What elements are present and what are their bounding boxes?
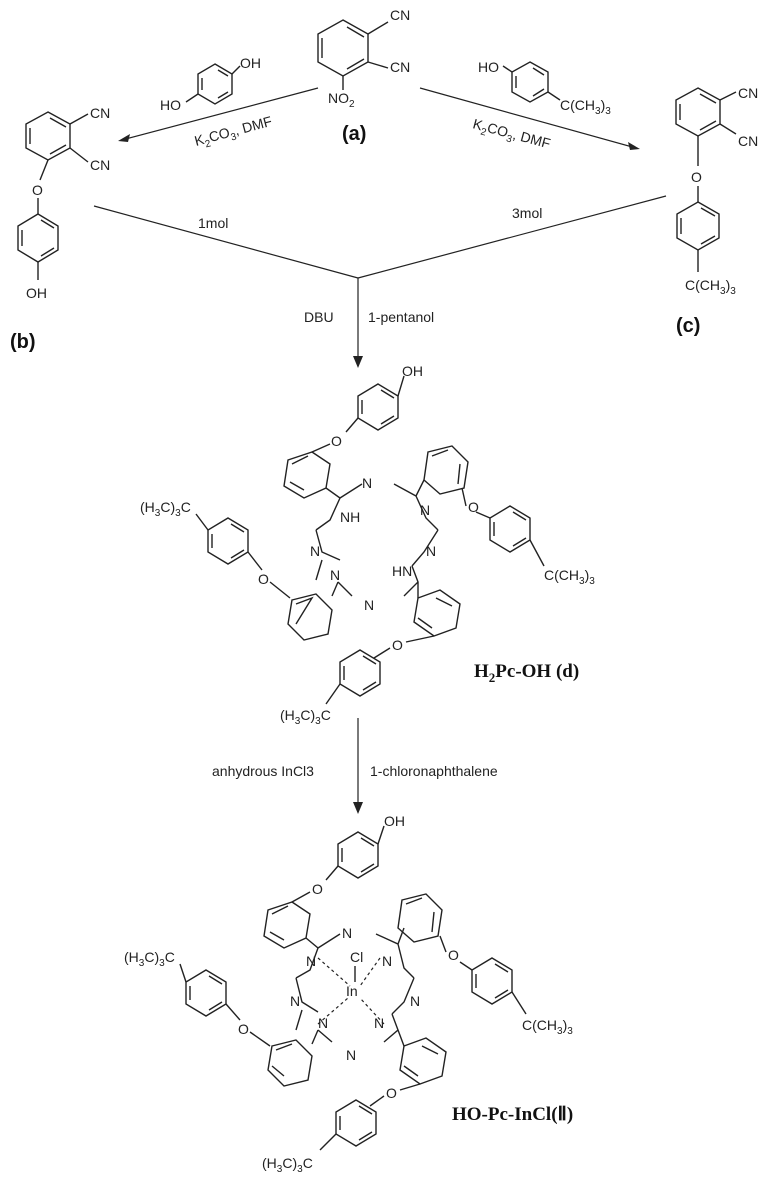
right-ratio: 3mol	[512, 205, 542, 221]
a-no2: NO2	[328, 90, 355, 110]
d-tbu-left: (H3C)3C	[140, 499, 191, 519]
d-o-bottom: O	[392, 637, 403, 653]
e-oh: OH	[384, 813, 405, 829]
d-n-ll: N	[330, 567, 340, 583]
e-n-bottom: N	[346, 1047, 356, 1063]
d-tbu-bottom: (H3C)3C	[280, 707, 331, 727]
d-hn: HN	[392, 563, 412, 579]
a-cn-top: CN	[390, 7, 410, 23]
e-n-lr: N	[374, 1015, 384, 1031]
step3-solvent: 1-chloronaphthalene	[370, 763, 498, 779]
label-a: (a)	[342, 123, 366, 145]
e-tbu-right: C(CH3)3	[522, 1017, 573, 1037]
label-d: H2Pc-OH (d)	[474, 661, 579, 685]
e-n-left: N	[290, 993, 300, 1009]
e-o-bottom: O	[386, 1085, 397, 1101]
hq-oh-left: HO	[160, 97, 181, 113]
c-o: O	[691, 169, 702, 185]
d-n-ur: N	[420, 502, 430, 518]
label-c: (c)	[676, 315, 700, 337]
d-o-top: O	[331, 433, 342, 449]
e-o-left: O	[238, 1021, 249, 1037]
b-cn-top: CN	[90, 105, 110, 121]
tbp-ho: HO	[478, 59, 499, 75]
e-o-right: O	[448, 947, 459, 963]
label-b: (b)	[10, 331, 36, 353]
tbp-tbu: C(CH3)3	[560, 97, 611, 117]
a-cn-bottom: CN	[390, 59, 410, 75]
e-n-top: N	[342, 925, 352, 941]
e-in: In	[346, 983, 358, 999]
d-tbu-right: C(CH3)3	[544, 567, 595, 587]
step2-pentanol: 1-pentanol	[368, 309, 434, 325]
e-o-top: O	[312, 881, 323, 897]
d-n-right: N	[426, 543, 436, 559]
b-o: O	[32, 182, 43, 198]
d-n-bottom: N	[364, 597, 374, 613]
e-cl: Cl	[350, 949, 363, 965]
left-conditions: K2CO3, DMF	[193, 113, 275, 153]
c-tbu: C(CH3)3	[685, 277, 736, 297]
step2-arrows: 1mol 3mol DBU 1-pentanol	[94, 196, 666, 368]
reagent-tbutylphenol: HO C(CH3)3	[478, 59, 611, 117]
step2-dbu: DBU	[304, 309, 334, 325]
reagent-hydroquinone: OH HO	[160, 55, 261, 113]
compound-e: OH O N N N Cl In N N N N N (H3C)3C	[124, 813, 573, 1175]
compound-d: OH O N N NH N N N HN N (H3C)3C O	[140, 363, 595, 727]
e-n-ur: N	[382, 953, 392, 969]
d-o-left: O	[258, 571, 269, 587]
d-nh: NH	[340, 509, 360, 525]
e-tbu-left: (H3C)3C	[124, 949, 175, 969]
e-n-ll: N	[318, 1015, 328, 1031]
d-oh: OH	[402, 363, 423, 379]
step3-incl3: anhydrous InCl3	[212, 763, 314, 779]
hq-oh-right: OH	[240, 55, 261, 71]
d-n-left: N	[310, 543, 320, 559]
e-tbu-bottom: (H3C)3C	[262, 1155, 313, 1175]
left-ratio: 1mol	[198, 215, 228, 231]
e-n-ul: N	[306, 953, 316, 969]
b-oh: OH	[26, 285, 47, 301]
e-n-right: N	[410, 993, 420, 1009]
compound-b: CN CN O OH (b)	[10, 105, 110, 353]
label-e: HO-Pc-InCl(Ⅱ)	[452, 1104, 573, 1125]
c-cn-bottom: CN	[738, 133, 758, 149]
d-o-right: O	[468, 499, 479, 515]
compound-c: CN CN O C(CH3)3 (c)	[676, 85, 758, 337]
c-cn-top: CN	[738, 85, 758, 101]
d-n-top: N	[362, 475, 372, 491]
compound-a: CN CN NO2 (a)	[318, 7, 410, 145]
step3-arrow: anhydrous InCl3 1-chloronaphthalene	[212, 718, 498, 814]
b-cn-bottom: CN	[90, 157, 110, 173]
